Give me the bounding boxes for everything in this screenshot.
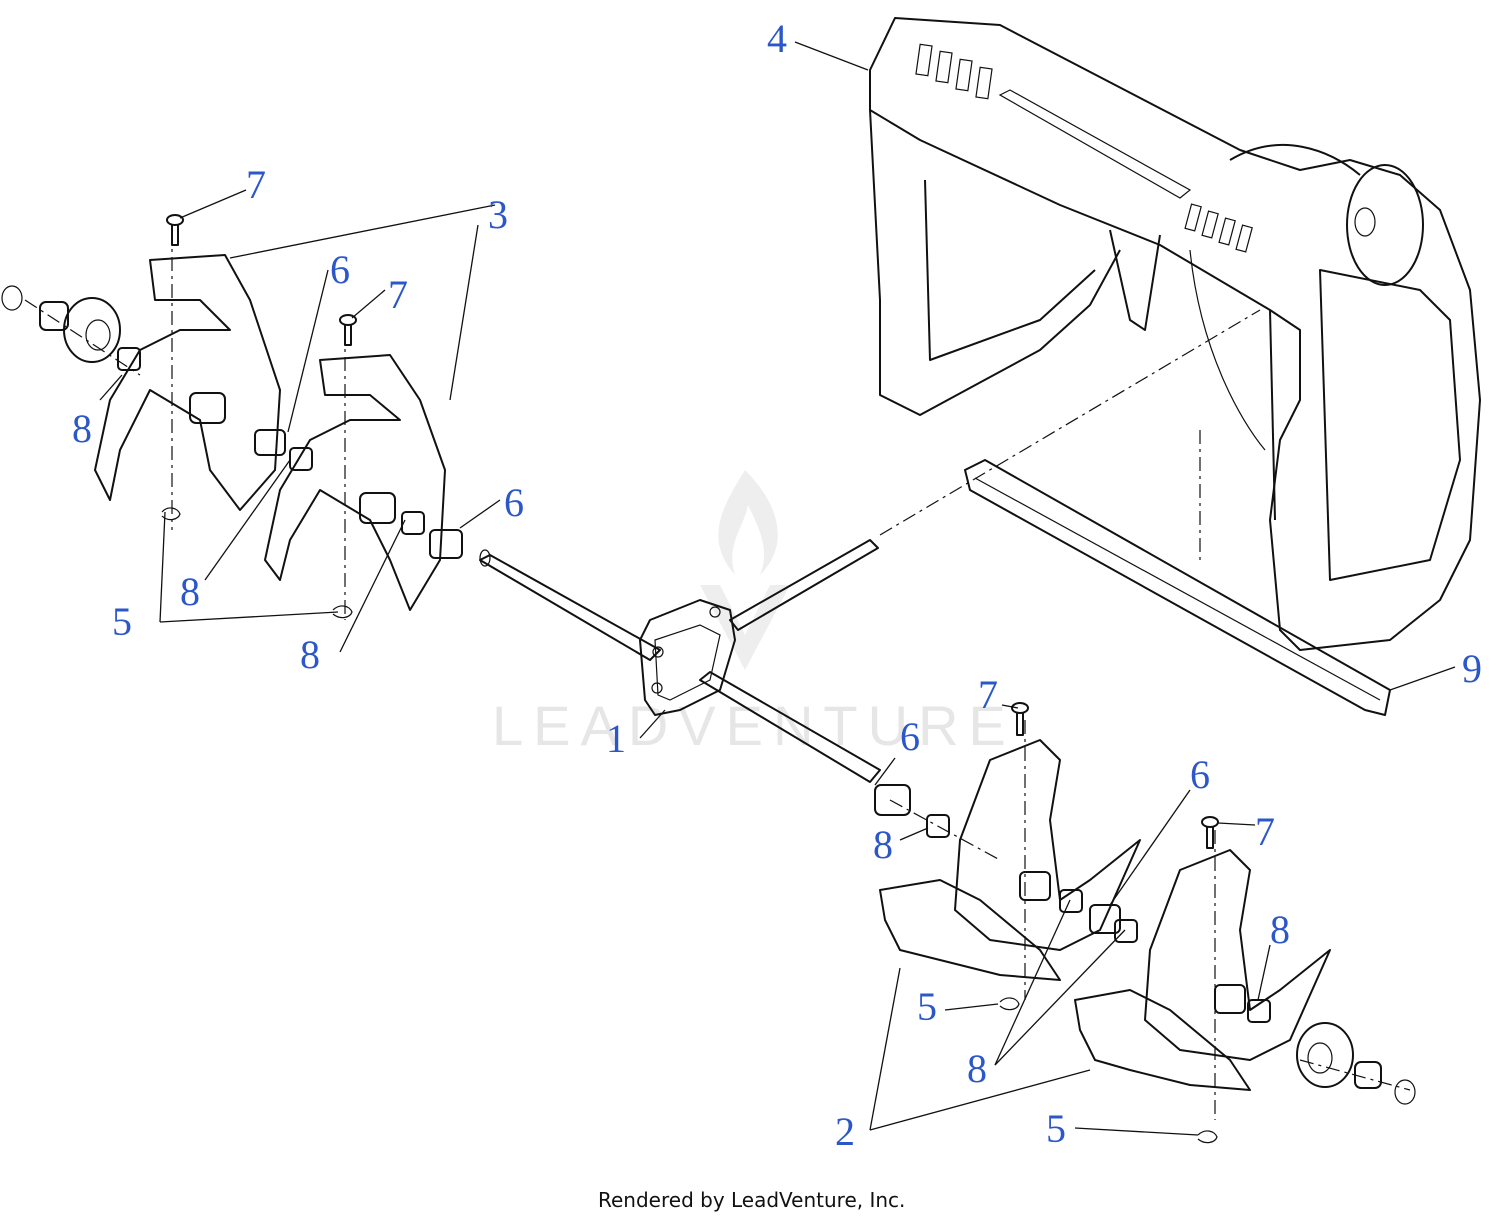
clevis-pin-3 [1011, 702, 1029, 736]
clevis-pin-1 [166, 214, 184, 246]
watermark-text: LEADVENTURE [492, 694, 1016, 757]
left-auger-assembly [1, 254, 463, 611]
callout-7-d: 7 [1255, 809, 1275, 854]
callout-2: 2 [835, 1109, 855, 1154]
callout-7-c: 7 [978, 672, 998, 717]
callout-6-d: 6 [1190, 752, 1210, 797]
right-auger-assembly [874, 739, 1416, 1105]
callout-5-b: 5 [917, 984, 937, 1029]
clevis-pins [166, 214, 1219, 849]
callout-8-b: 8 [180, 569, 200, 614]
hairpin-clips [161, 507, 1218, 1144]
callout-5-a: 5 [112, 599, 132, 644]
clevis-pin-4 [1201, 816, 1219, 849]
callout-6-b: 6 [504, 480, 524, 525]
hairpin-clip-1 [161, 507, 181, 521]
callout-4: 4 [767, 16, 787, 61]
callout-6-a: 6 [330, 247, 350, 292]
callout-8-e: 8 [1270, 907, 1290, 952]
callout-9: 9 [1462, 646, 1482, 691]
callout-8-f: 8 [967, 1046, 987, 1091]
hairpin-clip-3 [999, 997, 1020, 1011]
callout-5-c: 5 [1046, 1106, 1066, 1151]
callout-8-c: 8 [300, 632, 320, 677]
scraper-bar [964, 459, 1391, 716]
footer-credit: Rendered by LeadVenture, Inc. [598, 1188, 905, 1212]
callout-8-a: 8 [72, 406, 92, 451]
auger-housing [869, 17, 1481, 651]
leader-lines [99, 41, 1456, 1136]
clevis-pin-2 [339, 314, 357, 346]
callout-7-b: 7 [388, 272, 408, 317]
centerlines [24, 230, 1411, 1120]
gearbox-and-shaft [479, 539, 881, 783]
callout-3: 3 [488, 192, 508, 237]
callout-labels: 4 3 7 6 7 6 8 8 5 8 9 1 7 6 6 7 8 8 5 8 … [72, 16, 1482, 1154]
callout-6-c: 6 [900, 714, 920, 759]
callout-7-a: 7 [246, 162, 266, 207]
hairpin-clip-4 [1197, 1130, 1218, 1144]
hairpin-clip-2 [332, 605, 353, 619]
callout-1: 1 [606, 716, 626, 761]
watermark-logo [700, 470, 790, 670]
callout-8-d: 8 [873, 822, 893, 867]
